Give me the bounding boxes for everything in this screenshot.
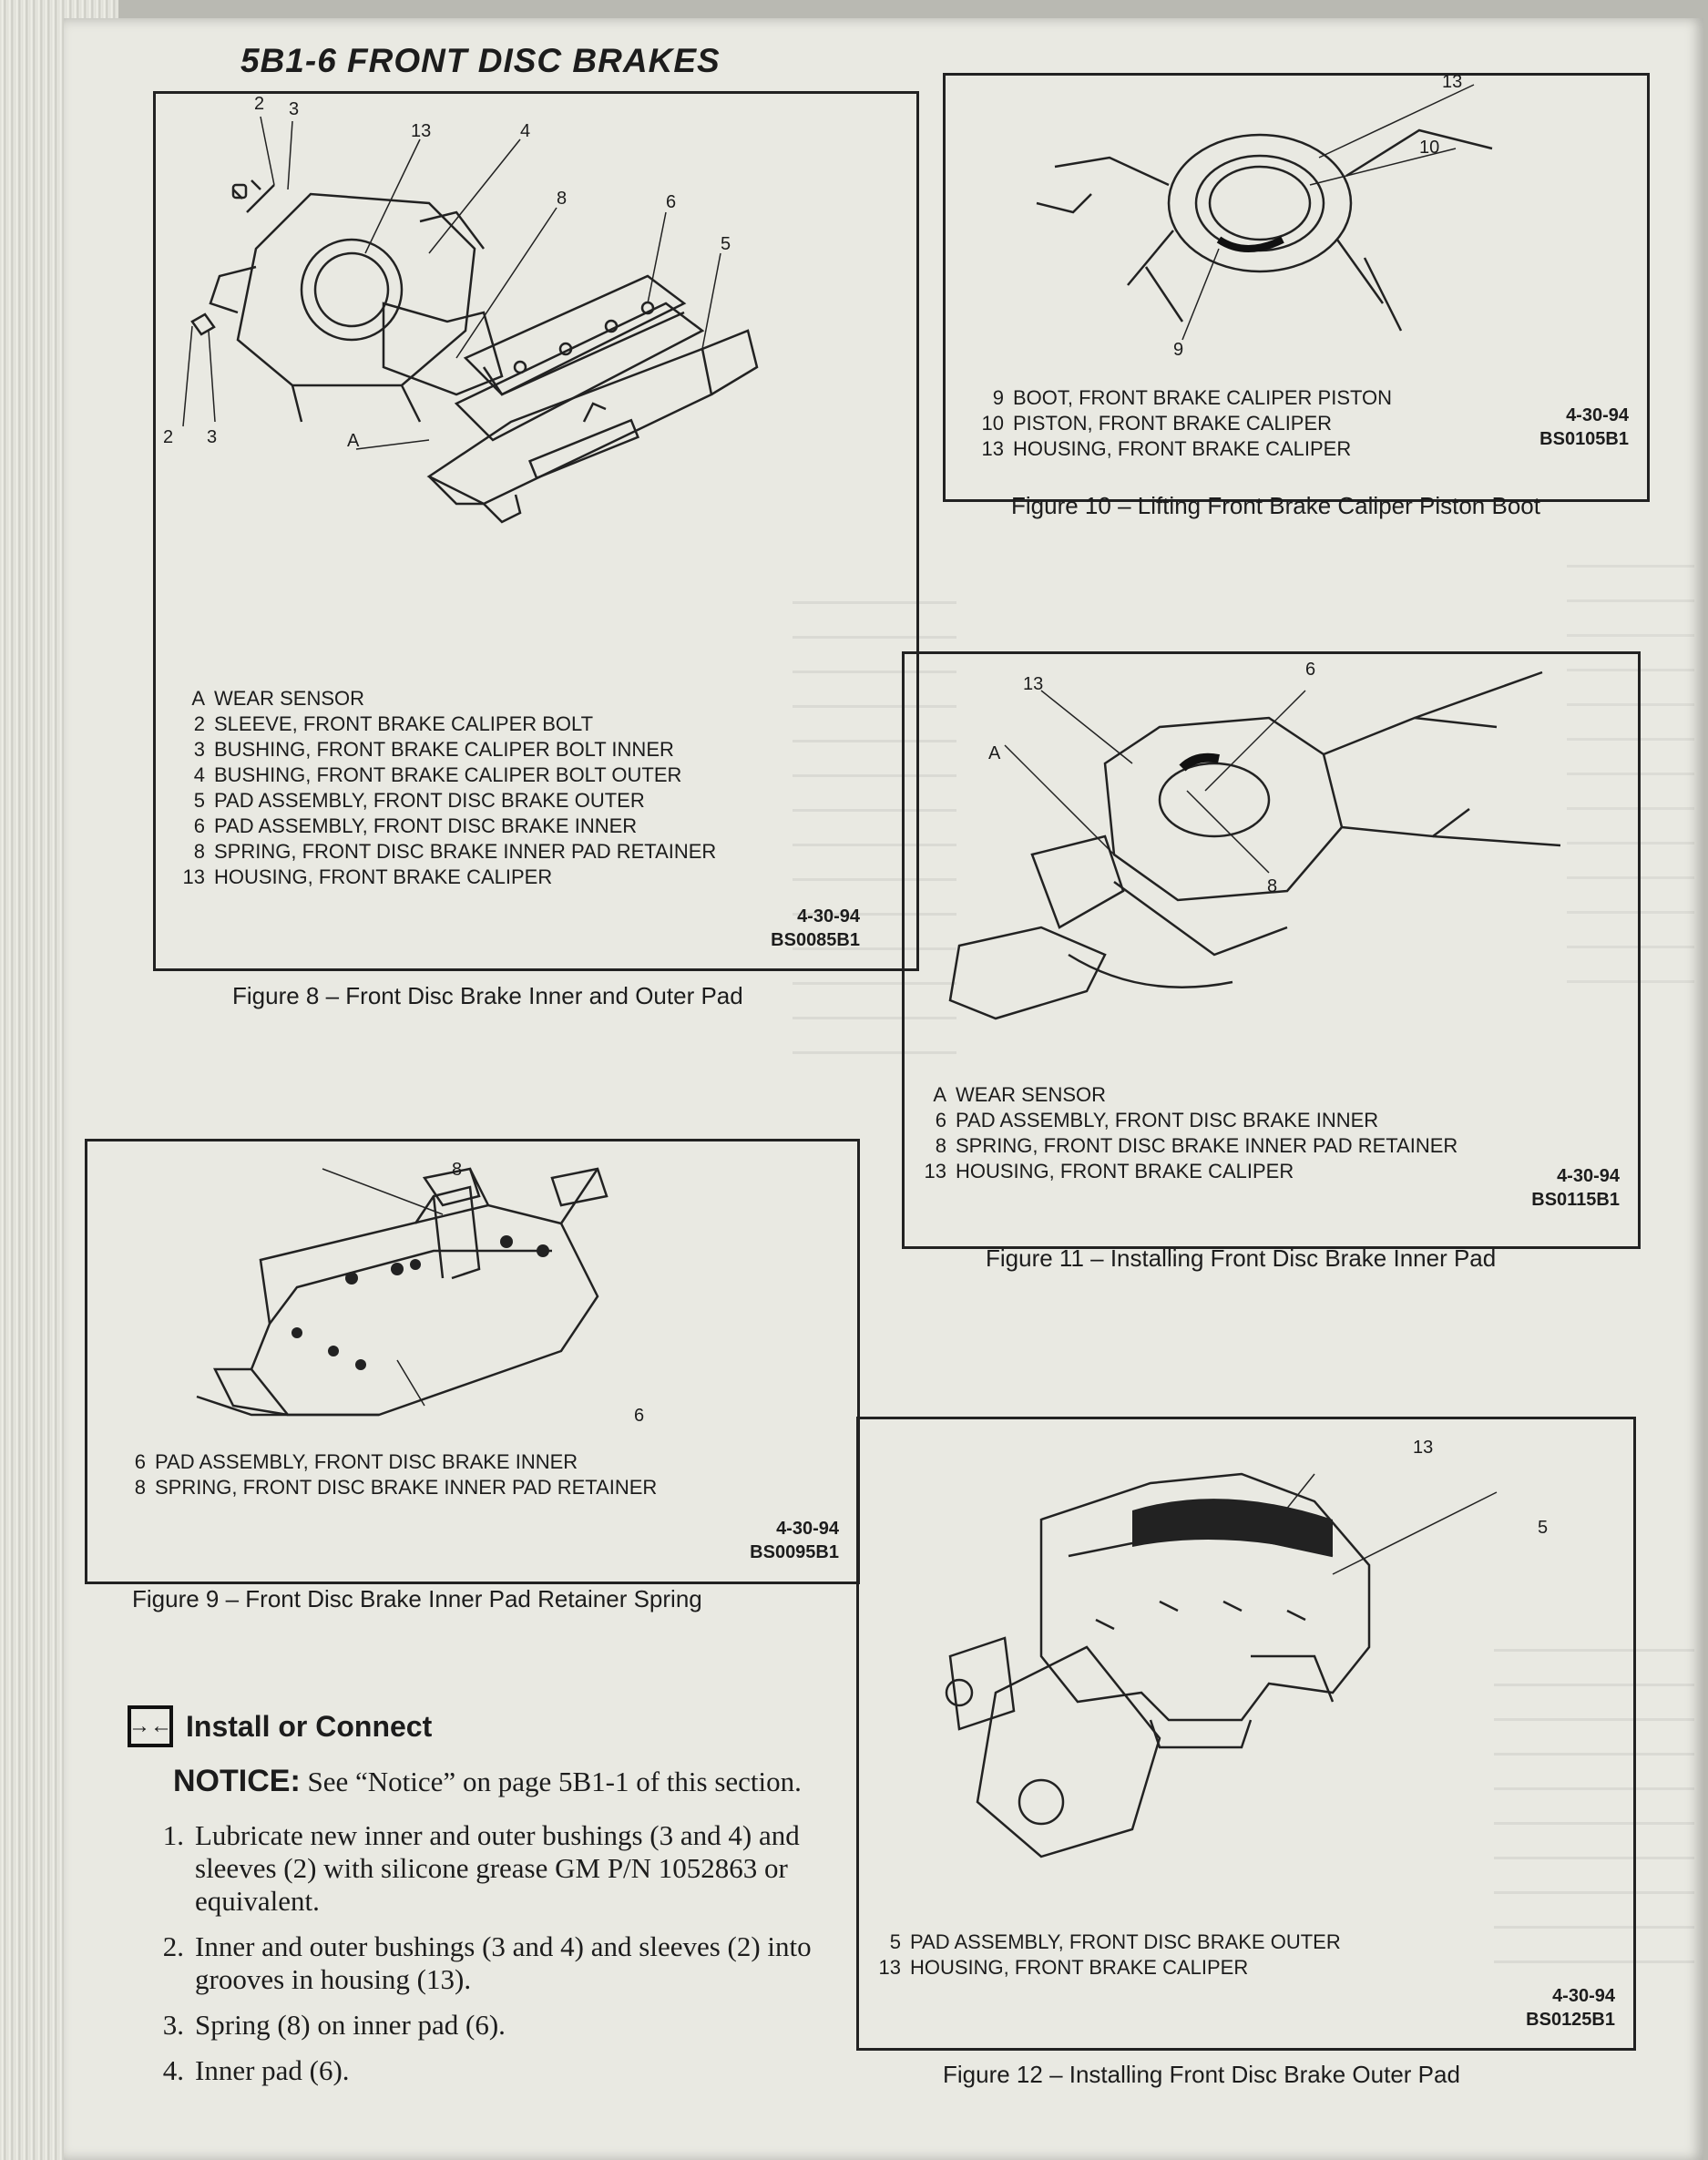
install-title: Install or Connect — [186, 1709, 433, 1743]
fig12-caption: Figure 12 – Installing Front Disc Brake … — [943, 2061, 1460, 2088]
fig11-callout-6: 6 — [1305, 660, 1316, 680]
fig12-callout-5: 5 — [1538, 1518, 1549, 1538]
fig10-callout-13: 13 — [1442, 72, 1463, 92]
fig11-callout-A: A — [988, 743, 1001, 763]
page-header: 5B1-6 FRONT DISC BRAKES — [240, 42, 721, 79]
figure-10-illustration — [1036, 84, 1493, 341]
install-step: 3.Spring (8) on inner pad (6). — [162, 2009, 506, 2041]
manual-page — [64, 18, 1703, 2160]
install-section: →← Install or Connect NOTICE: See “Notic… — [128, 1705, 820, 2100]
fig9-date: 4-30-94 — [776, 1519, 839, 1539]
fig8-callout-2: 2 — [254, 94, 265, 114]
fig8-caption: Figure 8 – Front Disc Brake Inner and Ou… — [232, 982, 743, 1009]
fig8-callout-4: 4 — [520, 121, 531, 141]
fig8-callout-6: 6 — [666, 192, 677, 212]
fig9-callout-6: 6 — [634, 1406, 645, 1426]
figure-8-illustration — [182, 116, 759, 524]
fig10-ref: 4-30-94 BS0105B1 — [1539, 404, 1629, 451]
fig9-code: BS0095B1 — [750, 1542, 839, 1562]
fig11-code: BS0115B1 — [1531, 1190, 1620, 1210]
figure-11-illustration — [948, 671, 1561, 1020]
fig9-callout-8: 8 — [452, 1160, 463, 1180]
fig11-callout-13: 13 — [1023, 674, 1044, 694]
notice-label: NOTICE: — [173, 1764, 301, 1798]
fig11-ref: 4-30-94 BS0115B1 — [1531, 1164, 1620, 1212]
install-step: 1.Lubricate new inner and outer bushings… — [162, 1819, 800, 1917]
fig12-date: 4-30-94 — [1552, 1986, 1615, 2006]
fig11-caption: Figure 11 – Installing Front Disc Brake … — [986, 1244, 1497, 1272]
fig9-caption: Figure 9 – Front Disc Brake Inner Pad Re… — [132, 1585, 702, 1612]
install-connect-icon: →← — [128, 1705, 173, 1747]
figure-12-illustration — [945, 1472, 1498, 1858]
fig10-callout-10: 10 — [1419, 138, 1440, 158]
install-step: 4.Inner pad (6). — [162, 2054, 350, 2086]
fig8-callout-5: 5 — [721, 234, 731, 254]
fig8-code: BS0085B1 — [771, 930, 860, 950]
show-through-text-2 — [1494, 1649, 1694, 1977]
fig9-ref: 4-30-94 BS0095B1 — [750, 1517, 839, 1564]
fig12-code: BS0125B1 — [1526, 2010, 1615, 2030]
fig11-callout-8: 8 — [1267, 876, 1278, 896]
fig10-date: 4-30-94 — [1566, 405, 1629, 425]
show-through-text-3 — [1567, 565, 1694, 1002]
fig8-callout-A: A — [347, 431, 360, 451]
fig8-callout-2b: 2 — [163, 427, 174, 447]
fig10-code: BS0105B1 — [1539, 429, 1629, 449]
fig8-callout-13: 13 — [411, 121, 432, 141]
figure-9-illustration — [196, 1167, 609, 1417]
install-heading: →← Install or Connect — [128, 1705, 820, 1747]
fig8-callout-3: 3 — [289, 99, 300, 119]
fig12-callout-13: 13 — [1413, 1438, 1434, 1458]
install-step: 2.Inner and outer bushings (3 and 4) and… — [162, 1930, 812, 1995]
fig8-callout-3b: 3 — [207, 427, 218, 447]
fig10-caption: Figure 10 – Lifting Front Brake Caliper … — [1011, 492, 1540, 519]
fig10-callout-9: 9 — [1173, 340, 1184, 360]
fig12-ref: 4-30-94 BS0125B1 — [1526, 1984, 1615, 2032]
show-through-text — [793, 601, 956, 1057]
fig8-callout-8: 8 — [557, 189, 568, 209]
install-steps: 1.Lubricate new inner and outer bushings… — [137, 1819, 820, 2087]
notice-text: See “Notice” on page 5B1-1 of this secti… — [300, 1766, 802, 1797]
notice-paragraph: NOTICE: See “Notice” on page 5B1-1 of th… — [173, 1764, 820, 1799]
fig8-ref: 4-30-94 BS0085B1 — [771, 905, 860, 952]
fig11-date: 4-30-94 — [1557, 1166, 1620, 1186]
fig8-date: 4-30-94 — [797, 906, 860, 926]
